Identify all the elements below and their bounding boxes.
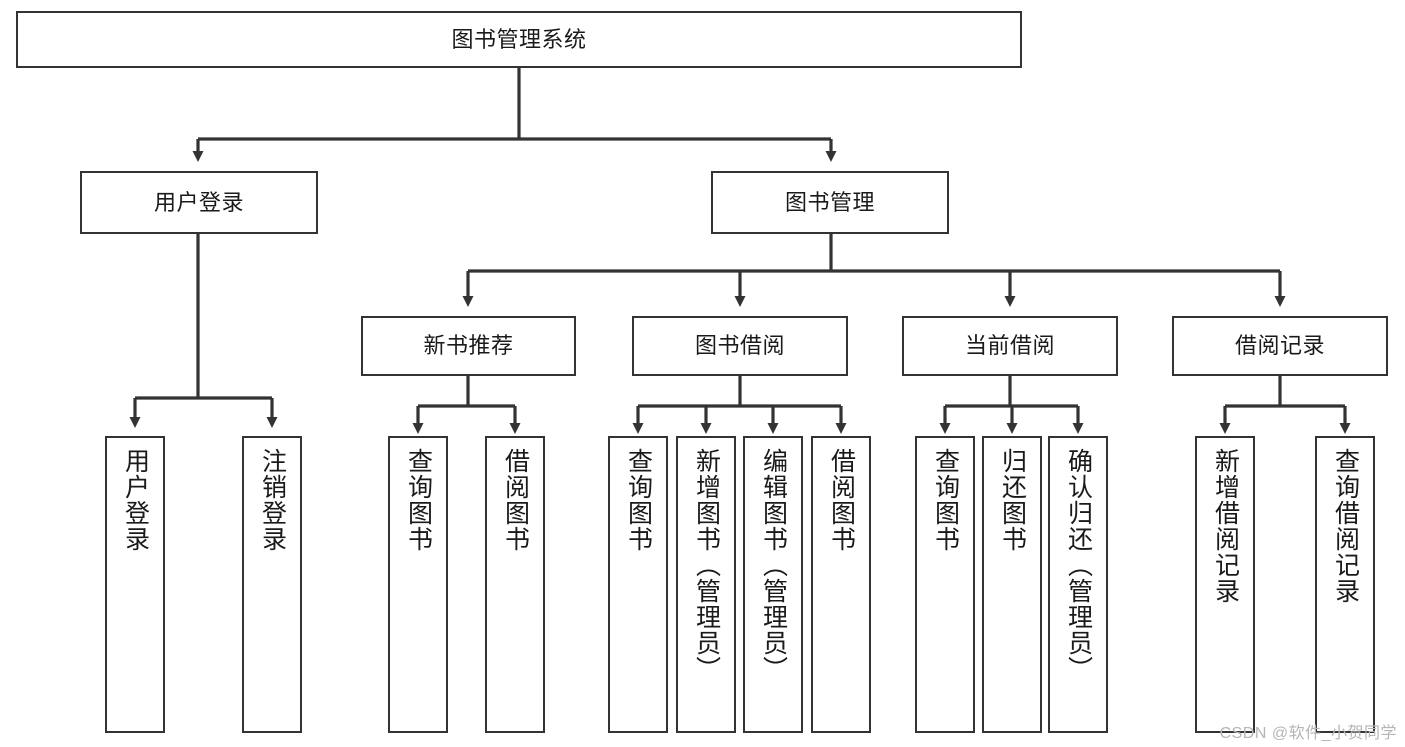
leaf-current-confirm-return-admin[interactable]: 确认归还（管理员） xyxy=(1048,436,1108,733)
node-label: 用户登录 xyxy=(153,189,244,215)
node-label: 借阅记录 xyxy=(1234,333,1325,359)
node-label: 图书借阅 xyxy=(694,333,785,359)
node-label: 借阅图书 xyxy=(501,448,530,552)
leaf-current-return-books[interactable]: 归还图书 xyxy=(982,436,1042,733)
node-book-borrowing[interactable]: 图书借阅 xyxy=(632,316,848,376)
node-label: 编辑图书（管理员） xyxy=(759,448,788,682)
node-new-book-recommendation[interactable]: 新书推荐 xyxy=(361,316,576,376)
node-current-borrowing[interactable]: 当前借阅 xyxy=(902,316,1118,376)
node-label: 图书管理 xyxy=(784,189,875,215)
node-label: 查询图书 xyxy=(931,448,960,552)
node-label: 查询借阅记录 xyxy=(1331,448,1360,604)
node-label: 新增图书（管理员） xyxy=(692,448,721,682)
node-label: 当前借阅 xyxy=(964,333,1055,359)
leaf-borrow-add-book-admin[interactable]: 新增图书（管理员） xyxy=(676,436,736,733)
node-label: 查询图书 xyxy=(404,448,433,552)
node-label: 注销登录 xyxy=(258,448,287,552)
node-label: 借阅图书 xyxy=(827,448,856,552)
node-label: 确认归还（管理员） xyxy=(1064,448,1093,682)
node-book-management[interactable]: 图书管理 xyxy=(711,171,949,234)
leaf-borrow-edit-book-admin[interactable]: 编辑图书（管理员） xyxy=(743,436,803,733)
leaf-borrow-borrow-books[interactable]: 借阅图书 xyxy=(811,436,871,733)
node-user-login[interactable]: 用户登录 xyxy=(80,171,318,234)
leaf-current-query-books[interactable]: 查询图书 xyxy=(915,436,975,733)
leaf-records-query-record[interactable]: 查询借阅记录 xyxy=(1315,436,1375,733)
node-label: 用户登录 xyxy=(121,448,150,552)
leaf-borrow-query-books[interactable]: 查询图书 xyxy=(608,436,668,733)
leaf-records-add-record[interactable]: 新增借阅记录 xyxy=(1195,436,1255,733)
node-label: 新书推荐 xyxy=(423,333,514,359)
leaf-newbook-borrow-books[interactable]: 借阅图书 xyxy=(485,436,545,733)
leaf-user-login-signin[interactable]: 用户登录 xyxy=(105,436,165,733)
node-label: 新增借阅记录 xyxy=(1211,448,1240,604)
node-label: 图书管理系统 xyxy=(451,26,587,52)
leaf-newbook-query-books[interactable]: 查询图书 xyxy=(388,436,448,733)
node-root-book-management-system[interactable]: 图书管理系统 xyxy=(16,11,1022,68)
node-label: 查询图书 xyxy=(624,448,653,552)
watermark: CSDN @软件_小贺同学 xyxy=(1219,725,1397,742)
node-label: 归还图书 xyxy=(998,448,1027,552)
node-borrowing-records[interactable]: 借阅记录 xyxy=(1172,316,1388,376)
leaf-user-login-signout[interactable]: 注销登录 xyxy=(242,436,302,733)
